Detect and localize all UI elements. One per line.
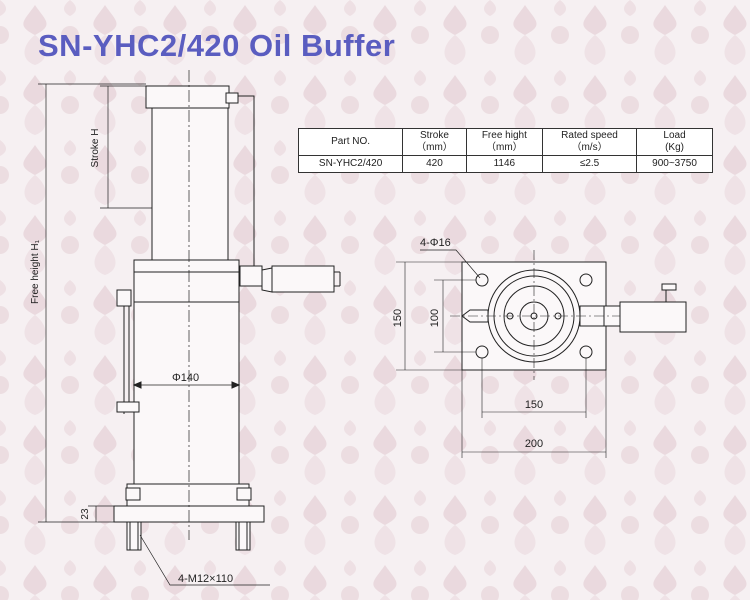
header-free-height: Free hight（mm） — [465, 128, 543, 156]
dim-200-horizontal: 200 — [525, 438, 543, 450]
bolts-label: 4-M12×110 — [178, 573, 233, 585]
table-row: SN-YHC2/420 420 1146 ≤2.5 900~3750 — [297, 155, 713, 173]
cell-rated-speed: ≤2.5 — [541, 155, 638, 173]
cell-free-height: 1146 — [465, 155, 543, 173]
stroke-label: Stroke H — [90, 129, 101, 168]
holes-label: 4-Φ16 — [420, 237, 451, 249]
top-view — [396, 249, 687, 458]
base-dim-label: 23 — [80, 508, 91, 520]
diameter-label: Φ140 — [172, 372, 199, 384]
spec-table: Part NO. Stroke（mm） Free hight（mm） Rated… — [297, 128, 713, 173]
cell-load: 900~3750 — [636, 155, 713, 173]
page-title: SN-YHC2/420 Oil Buffer — [38, 28, 396, 63]
free-height-label: Free height H₁ — [30, 239, 41, 304]
header-stroke: Stroke（mm） — [402, 128, 467, 156]
dim-150-horizontal: 150 — [525, 399, 543, 411]
cell-part-no: SN-YHC2/420 — [297, 155, 404, 173]
dim-150-vertical: 150 — [392, 309, 404, 327]
dim-100-vertical: 100 — [429, 309, 441, 327]
side-view — [38, 70, 341, 586]
